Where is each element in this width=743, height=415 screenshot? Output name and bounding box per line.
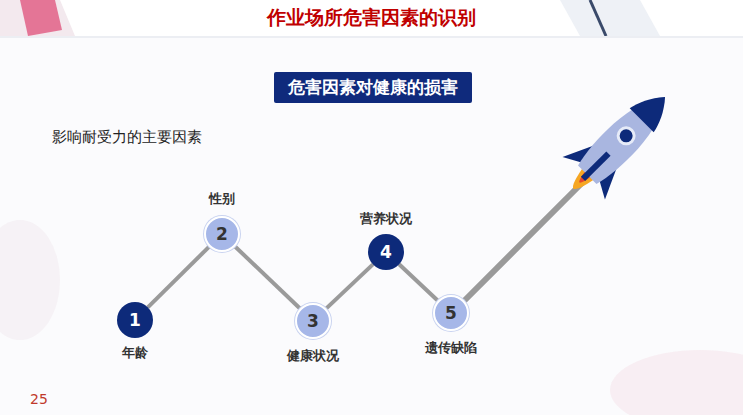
slide-title: 作业场所危害因素的识别: [0, 5, 743, 31]
factor-label: 遗传缺陷: [425, 339, 477, 357]
band-shadow: [0, 36, 743, 38]
factor-label: 年龄: [122, 344, 148, 362]
corner-decor: [560, 0, 660, 36]
rocket: [552, 76, 686, 210]
factor-circle: 1年龄: [117, 302, 153, 338]
factor-circle: 4营养状况: [368, 234, 404, 270]
zigzag-connector: [235, 246, 300, 308]
factor-label: 性别: [209, 190, 235, 208]
rocket-trail: [465, 180, 585, 300]
zigzag-connector: [399, 264, 438, 300]
factor-circle: 2性别: [204, 216, 240, 252]
corner-decor: [610, 350, 743, 415]
callout-number: 1: [129, 310, 141, 330]
factor-label: 健康状况: [287, 347, 339, 365]
subheading: 影响耐受力的主要因素: [52, 128, 202, 147]
section-banner: 危害因素对健康的损害: [274, 72, 472, 103]
pen: [590, 0, 606, 36]
corner-decor: [0, 220, 60, 340]
corner-decor: [0, 0, 75, 36]
factor-label: 营养状况: [360, 210, 412, 228]
top-band: [0, 0, 743, 36]
callout-number: 5: [445, 303, 457, 323]
callout-number: 3: [307, 311, 319, 331]
factor-circle: 3健康状况: [295, 303, 331, 339]
callout-number: 2: [216, 224, 228, 244]
page-number: 25: [30, 391, 48, 407]
zigzag-connector: [148, 247, 209, 308]
banner-text: 危害因素对健康的损害: [288, 77, 458, 97]
corner-decor: [20, 0, 62, 36]
callout-number: 4: [380, 242, 392, 262]
factor-circle: 5遗传缺陷: [433, 295, 469, 331]
zigzag-connector: [326, 264, 373, 308]
